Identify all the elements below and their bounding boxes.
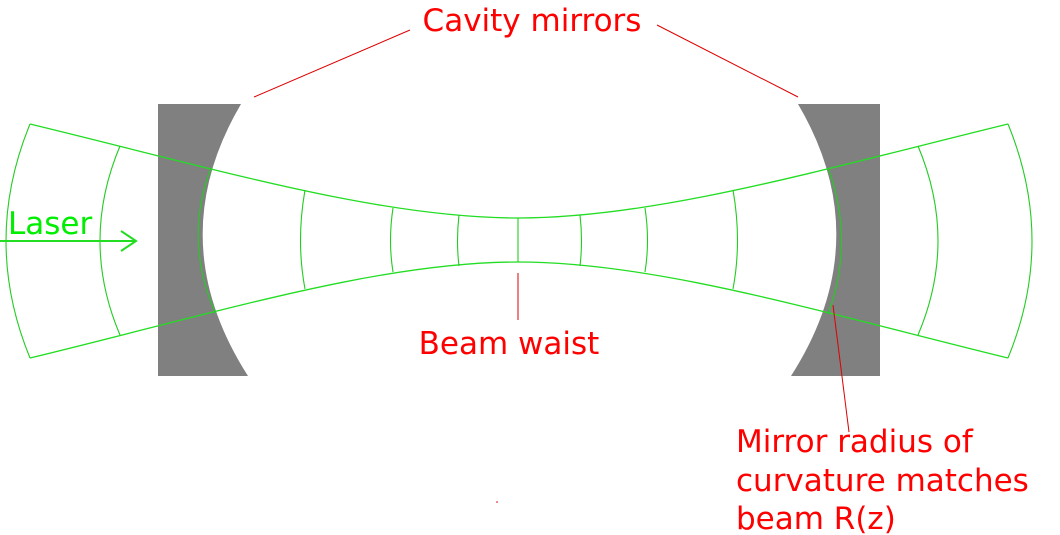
wavefront	[827, 167, 842, 315]
wavefront	[456, 214, 460, 267]
leader-cavity-right	[656, 24, 799, 98]
mirror-radius-label-line-1: Mirror radius of	[736, 424, 974, 460]
leader-mirror-radius	[832, 304, 850, 433]
wavefront	[389, 207, 394, 273]
cavity-mirrors-label: Cavity mirrors	[423, 3, 642, 39]
wavefront	[644, 207, 649, 273]
mirror-radius-label-line-2: curvature matches	[736, 463, 1029, 499]
wavefront	[1007, 123, 1033, 359]
laser-label: Laser	[8, 206, 92, 242]
beam-waist-label: Beam waist	[419, 326, 600, 362]
leader-cavity-left	[253, 29, 411, 98]
laser-arrow-head	[120, 230, 138, 252]
mirror-radius-label-line-3: beam R(z)	[736, 501, 896, 535]
wavefront	[197, 167, 217, 315]
wavefront	[917, 145, 939, 336]
wavefront	[732, 189, 739, 290]
wavefront	[579, 214, 583, 267]
right-mirror	[791, 104, 880, 376]
stray-dot	[496, 501, 498, 503]
wavefront	[299, 189, 306, 290]
left-mirror	[158, 104, 248, 376]
